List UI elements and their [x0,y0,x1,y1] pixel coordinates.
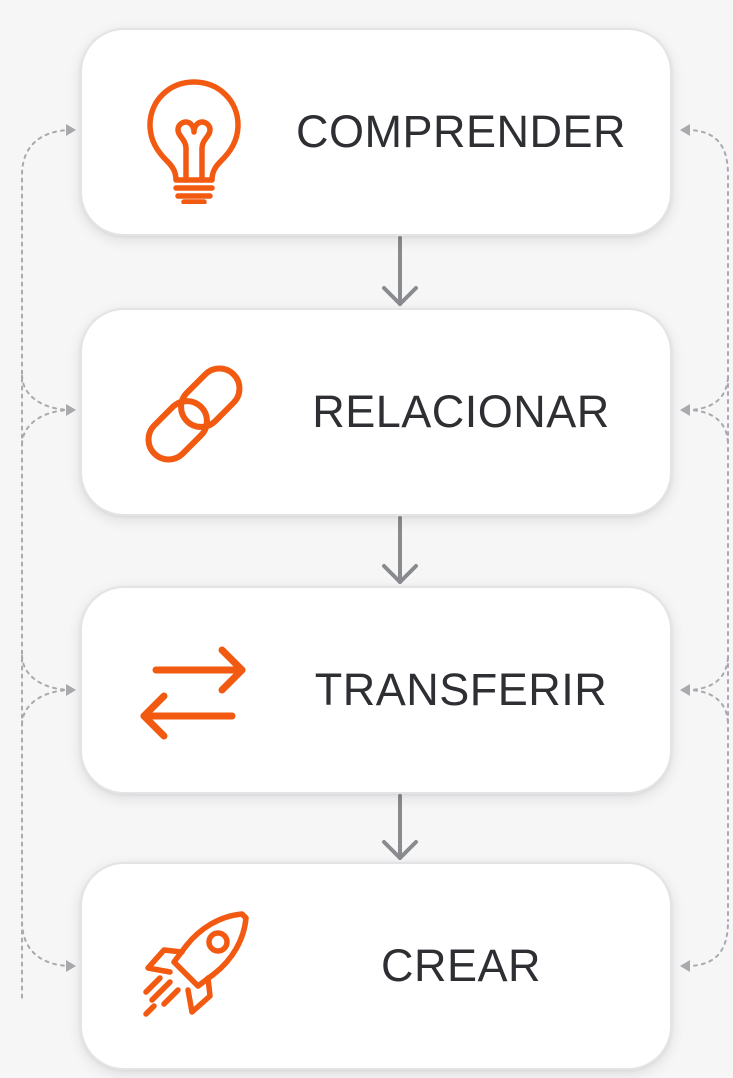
left-feedback-loop [21,129,73,1001]
step-card-crear: CREAR [80,862,672,1070]
step-label: RELACIONAR [312,386,610,437]
lightbulb-icon [124,64,264,204]
flow-arrow-3-4 [382,794,418,860]
right-loop-arrowheads [680,124,690,972]
step-card-relacionar: RELACIONAR [80,308,672,516]
swap-arrows-icon [124,622,264,762]
left-loop-arrowheads [66,124,76,972]
step-card-transferir: TRANSFERIR [80,586,672,794]
flow-arrow-1-2 [382,236,418,306]
right-feedback-loop [685,129,729,967]
step-label: TRANSFERIR [314,664,608,715]
chain-link-icon [124,344,264,484]
step-label: COMPRENDER [295,106,627,157]
step-card-comprender: COMPRENDER [80,28,672,236]
flow-arrow-2-3 [382,516,418,584]
step-label: CREAR [380,940,542,991]
rocket-icon [124,898,264,1038]
